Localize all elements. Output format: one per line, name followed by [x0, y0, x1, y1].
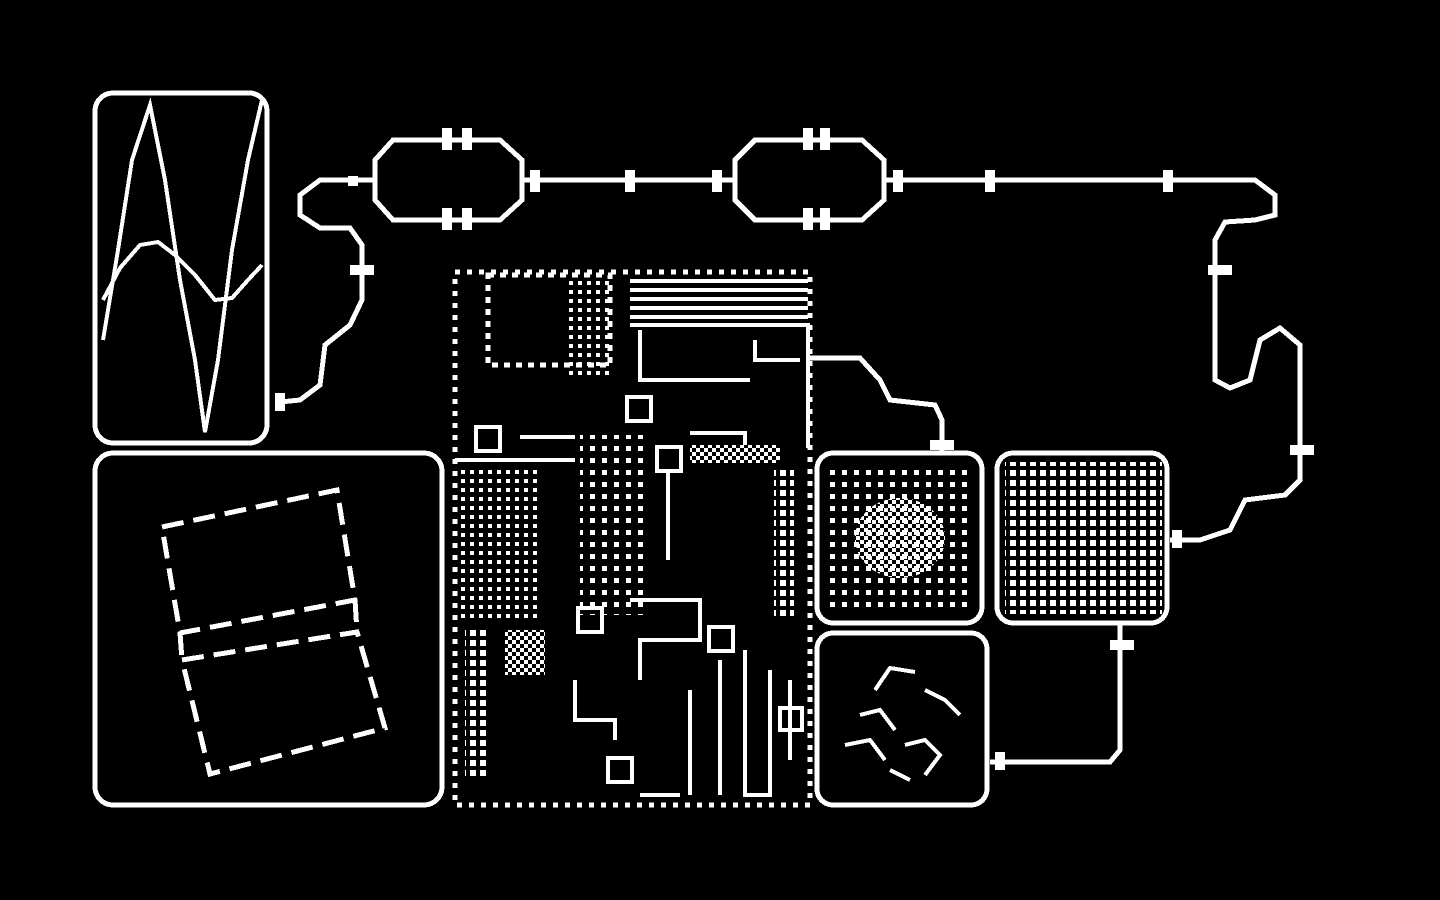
- cable-mesh-glyph: [990, 623, 1120, 762]
- waveform-icon: [103, 100, 262, 432]
- glyph-panel-frame: [817, 633, 987, 805]
- connector-strip-left: [465, 630, 487, 780]
- cable-connectors: [275, 128, 1314, 770]
- glyph-panel: [817, 633, 987, 805]
- grid-pattern-icon: [1005, 462, 1162, 614]
- cable-circuit-mesh: [810, 358, 942, 453]
- memory-block: [580, 435, 650, 615]
- bus-lines: [630, 278, 808, 320]
- scatter-glyph-icon: [845, 668, 960, 780]
- resistor-array: [690, 445, 780, 463]
- dashed-box-edge: [180, 633, 182, 660]
- circuit-panel: [455, 272, 810, 805]
- io-block: [460, 470, 540, 620]
- connector-strip: [774, 470, 794, 620]
- checker-block: [505, 630, 545, 675]
- waveform-panel: [95, 93, 267, 443]
- cables: [275, 128, 1314, 770]
- mesh-panel-b: [997, 453, 1167, 623]
- chip-pins: [568, 278, 613, 378]
- cube-panel: [95, 453, 442, 805]
- dashed-box-edge: [355, 600, 357, 632]
- dashed-box-bottom-icon: [182, 632, 385, 774]
- cable-top: [280, 180, 362, 402]
- mesh-panel-a: [817, 453, 982, 623]
- dither-core-icon: [855, 498, 945, 578]
- dashed-box-top-icon: [162, 490, 355, 633]
